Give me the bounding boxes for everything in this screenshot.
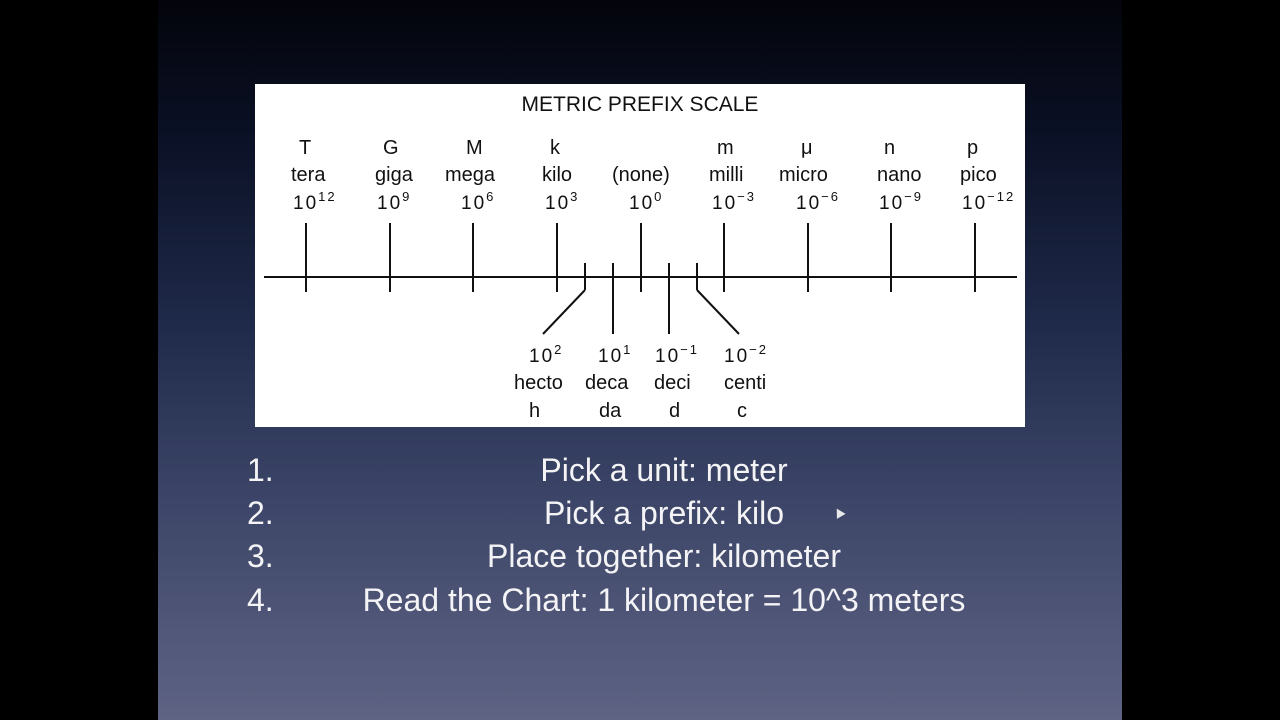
- prefix-leader-line: [542, 289, 586, 335]
- prefix-name: deci: [654, 372, 691, 394]
- prefix-name: (none): [612, 164, 670, 186]
- prefix-symbol: T: [299, 137, 311, 159]
- prefix-power: 10−2: [724, 342, 768, 367]
- step-3: 3. Place together: kilometer: [0, 538, 1280, 582]
- prefix-symbol: h: [529, 400, 540, 422]
- prefix-name: pico: [960, 164, 997, 186]
- prefix-symbol: k: [550, 137, 561, 159]
- prefix-pico: p pico 10−12: [960, 137, 1015, 292]
- prefix-symbol: p: [967, 137, 978, 159]
- prefix-milli: m milli 10−3: [709, 137, 756, 292]
- prefix-name: micro: [779, 164, 828, 186]
- prefix-name: hecto: [514, 372, 563, 394]
- prefix-symbol: μ: [801, 137, 813, 159]
- prefix-name: kilo: [542, 164, 572, 186]
- prefix-name: deca: [585, 372, 629, 394]
- step-number: 4.: [247, 582, 274, 618]
- step-number: 1.: [247, 452, 274, 488]
- prefix-name: tera: [291, 164, 326, 186]
- prefix-power: 10−6: [796, 189, 840, 214]
- prefix-centi: 10−2 centi c: [696, 263, 768, 422]
- prefix-power: 102: [529, 342, 563, 367]
- prefix-power: 109: [377, 189, 411, 214]
- prefix-power: 10−3: [712, 189, 756, 214]
- prefix-power: 10−12: [962, 189, 1015, 214]
- prefix-name: mega: [445, 164, 496, 186]
- step-4: 4. Read the Chart: 1 kilometer = 10^3 me…: [0, 582, 1280, 626]
- prefix-none: (none) 100: [612, 164, 670, 292]
- prefix-kilo: k kilo 103: [542, 137, 579, 292]
- prefix-hecto: 102 hecto h: [514, 263, 586, 422]
- prefix-symbol: d: [669, 400, 680, 422]
- prefix-deci: 10−1 deci d: [654, 263, 699, 422]
- prefix-symbol: n: [884, 137, 895, 159]
- prefix-symbol: c: [737, 400, 747, 422]
- prefix-name: milli: [709, 164, 743, 186]
- prefix-name: giga: [375, 164, 414, 186]
- step-number: 3.: [247, 538, 274, 574]
- prefix-symbol: M: [466, 137, 483, 159]
- step-text: Place together: kilometer: [487, 538, 841, 574]
- prefix-power: 10−1: [655, 342, 699, 367]
- figure-title: METRIC PREFIX SCALE: [522, 93, 759, 116]
- prefix-deca: 101 deca da: [585, 263, 632, 422]
- prefix-micro: μ micro 10−6: [779, 137, 840, 292]
- prefix-name: nano: [877, 164, 922, 186]
- prefix-nano: n nano 10−9: [877, 137, 923, 292]
- prefix-power: 101: [598, 342, 632, 367]
- step-text: Pick a prefix: kilo: [543, 495, 785, 531]
- prefix-symbol: da: [599, 400, 622, 422]
- step-1: 1. Pick a unit: meter: [0, 452, 1280, 496]
- prefix-symbol: m: [717, 137, 734, 159]
- prefix-leader-line: [696, 289, 740, 335]
- prefix-power: 103: [545, 189, 579, 214]
- prefix-name: centi: [724, 372, 766, 394]
- prefix-power: 106: [461, 189, 495, 214]
- prefix-power: 1012: [293, 189, 337, 214]
- prefix-symbol: G: [383, 137, 399, 159]
- step-text: Pick a unit: meter: [540, 452, 788, 488]
- step-text: Read the Chart: 1 kilometer = 10^3 meter…: [362, 582, 966, 618]
- step-2: 2. Pick a prefix: kilo: [0, 495, 1280, 539]
- step-number: 2.: [247, 495, 274, 531]
- prefix-power: 100: [629, 189, 663, 214]
- prefix-power: 10−9: [879, 189, 923, 214]
